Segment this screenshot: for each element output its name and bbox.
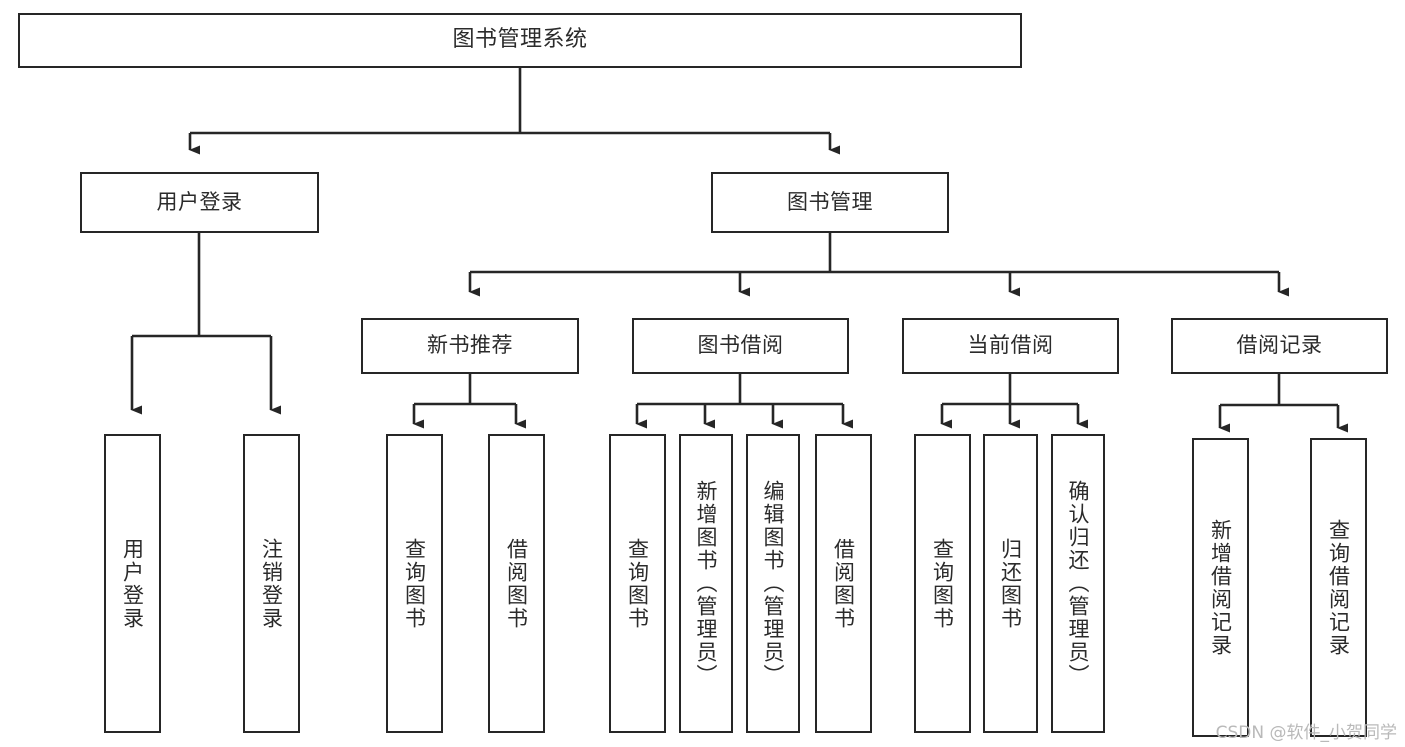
node-leaf-recommend-query-book-label: 查询图书 <box>402 537 427 630</box>
node-leaf-recommend-borrow-book-label: 借阅图书 <box>504 537 529 630</box>
node-book-manage-label: 图书管理 <box>787 189 873 214</box>
node-leaf-add-borrow-record[interactable]: 新增借阅记录 <box>1192 438 1249 737</box>
node-user-login[interactable]: 用户登录 <box>80 172 319 233</box>
node-leaf-user-login[interactable]: 用户登录 <box>104 434 161 733</box>
node-leaf-logout-label: 注销登录 <box>259 537 284 630</box>
node-leaf-confirm-return-admin[interactable]: 确认归还（管理员） <box>1051 434 1105 733</box>
node-leaf-query-borrow-record-label: 查询借阅记录 <box>1326 518 1351 657</box>
node-borrow-record-label: 借阅记录 <box>1236 333 1323 358</box>
edge-book-borrow-to-leaves <box>635 374 853 429</box>
node-leaf-logout[interactable]: 注销登录 <box>243 434 300 733</box>
node-leaf-borrow-query-book[interactable]: 查询图书 <box>609 434 666 733</box>
node-root-system-label: 图书管理系统 <box>452 27 588 53</box>
node-leaf-borrow-book[interactable]: 借阅图书 <box>815 434 872 733</box>
node-leaf-return-book[interactable]: 归还图书 <box>983 434 1038 733</box>
node-leaf-borrow-query-book-label: 查询图书 <box>625 537 650 630</box>
node-leaf-recommend-query-book[interactable]: 查询图书 <box>386 434 443 733</box>
edge-current-borrow-to-leaves <box>940 374 1088 429</box>
node-user-login-label: 用户登录 <box>156 189 243 214</box>
edge-borrow-record-to-leaves <box>1218 374 1348 433</box>
node-leaf-query-borrow-record[interactable]: 查询借阅记录 <box>1310 438 1367 737</box>
node-leaf-current-query-book[interactable]: 查询图书 <box>914 434 971 733</box>
node-book-borrow-label: 图书借阅 <box>697 333 784 358</box>
edge-new-book-to-leaves <box>412 374 526 429</box>
edge-book-manage-to-level2 <box>468 233 1289 297</box>
node-book-manage[interactable]: 图书管理 <box>711 172 949 233</box>
node-leaf-confirm-return-admin-label: 确认归还（管理员） <box>1066 480 1091 687</box>
node-current-borrow-label: 当前借阅 <box>967 333 1054 358</box>
node-leaf-add-book-admin[interactable]: 新增图书（管理员） <box>679 434 733 733</box>
node-new-book-recommend-label: 新书推荐 <box>427 333 513 358</box>
node-leaf-user-login-label: 用户登录 <box>120 537 145 630</box>
node-root-system[interactable]: 图书管理系统 <box>18 13 1022 68</box>
node-leaf-edit-book-admin-label: 编辑图书（管理员） <box>761 480 786 687</box>
node-leaf-borrow-book-label: 借阅图书 <box>831 537 856 630</box>
node-leaf-return-book-label: 归还图书 <box>998 537 1023 630</box>
node-leaf-add-borrow-record-label: 新增借阅记录 <box>1208 518 1233 657</box>
edge-root-to-level1 <box>188 68 840 155</box>
node-current-borrow[interactable]: 当前借阅 <box>902 318 1119 374</box>
node-leaf-current-query-book-label: 查询图书 <box>930 537 955 630</box>
node-borrow-record[interactable]: 借阅记录 <box>1171 318 1388 374</box>
node-leaf-edit-book-admin[interactable]: 编辑图书（管理员） <box>746 434 800 733</box>
node-book-borrow[interactable]: 图书借阅 <box>632 318 849 374</box>
csdn-watermark: CSDN @软件_小贺同学 <box>1215 723 1397 743</box>
node-leaf-recommend-borrow-book[interactable]: 借阅图书 <box>488 434 545 733</box>
node-new-book-recommend[interactable]: 新书推荐 <box>361 318 579 374</box>
node-leaf-add-book-admin-label: 新增图书（管理员） <box>694 480 719 687</box>
edge-user-login-to-leaves <box>130 233 281 415</box>
